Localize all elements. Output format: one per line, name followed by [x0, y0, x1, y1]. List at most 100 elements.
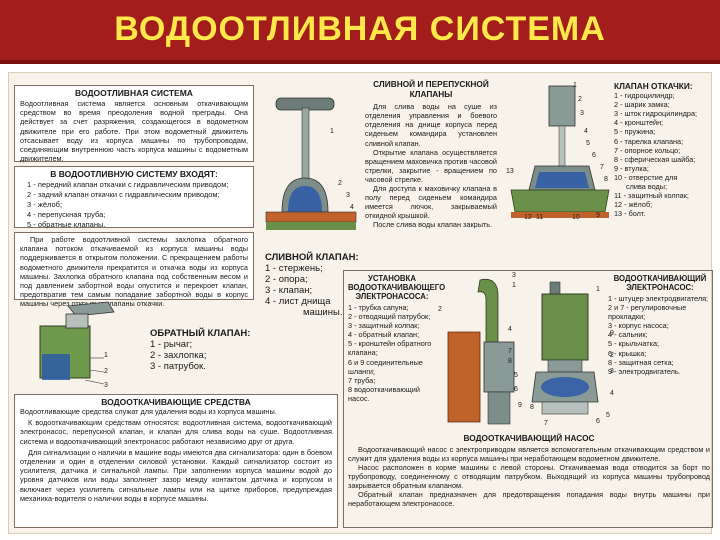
pv-callout-3: 3 — [580, 110, 584, 117]
pv-item-10: 10 - отверстие для — [614, 172, 678, 182]
pi-item-2: 2 - отводящий патрубок; — [348, 312, 431, 322]
check-item-2: 2 - захлопка; — [150, 350, 207, 361]
water-system-text: Водоотливная система является основным о… — [20, 99, 248, 164]
bypass-p2: Открытие клапана осуществляется вращение… — [365, 147, 497, 184]
pv-item-7: 7 - опорное кольцо; — [614, 145, 681, 155]
pv-item-6: 6 - тарелка клапана; — [614, 136, 684, 146]
ep-callout-9: 9 — [610, 330, 614, 337]
drain-item-4-extra: машины. — [303, 307, 343, 318]
drain-valve-figure — [265, 97, 357, 230]
pi-item-7: 7 труба; — [348, 375, 376, 385]
check-valve-shape — [483, 341, 515, 393]
drain-valve-title: СЛИВНОЙ КЛАПАН: — [265, 252, 359, 263]
means-title: ВОДООТКАЧИВАЮЩИЕ СРЕДСТВА — [101, 397, 251, 407]
pv-callout-11: 11 — [536, 214, 544, 221]
bypass-p4: После слива воды клапан закрыть. — [373, 220, 493, 230]
pump-valve-title: КЛАПАН ОТКАЧКИ: — [614, 81, 693, 91]
means-p1: Водоотливающие средства служат для удале… — [20, 407, 277, 416]
water-fill — [42, 354, 70, 380]
water-system-box: ВОДООТЛИВНАЯ СИСТЕМА Водоотливная систем… — [14, 85, 254, 164]
check-item-3: 3 - патрубок. — [150, 361, 206, 372]
pv-callout-1: 1 — [573, 82, 577, 89]
pv-callout-8: 8 — [604, 176, 608, 183]
work-box: При работе водоотливной системы захлопка… — [14, 232, 254, 308]
check-item-1: 1 - рычаг; — [150, 339, 193, 350]
pv-callout-6: 6 — [592, 152, 596, 159]
drain-item-1: 1 - стержень; — [265, 263, 323, 274]
pv-item-2: 2 - шарик замка; — [614, 100, 670, 110]
pi-callout-9: 9 — [518, 402, 522, 409]
ep-callout-3: 3 — [610, 368, 614, 375]
pump-caption-block: ВОДООТКАЧИВАЮЩИЙ НАСОС Водооткачивающий … — [348, 433, 710, 509]
means-box: ВОДООТКАЧИВАЮЩИЕ СРЕДСТВА Водоотливающие… — [14, 394, 338, 528]
pv-item-12: 12 - жёлоб; — [614, 200, 653, 210]
pump-region-box — [343, 270, 713, 528]
drain-callout-1: 1 — [330, 128, 334, 135]
check-callout-2: 2 — [104, 368, 108, 375]
ep-callout-4: 4 — [610, 390, 614, 397]
ep-item-5: 5 - крыльчатка; — [608, 339, 660, 349]
electric-pump-title: ВОДООТКАЧИВАЮЩИЙ ЭЛЕКТРОНАСОС: — [613, 274, 707, 292]
pv-callout-12: 12 — [524, 214, 532, 221]
pump-valve-legend: КЛАПАН ОТКАЧКИ: 1 - гидроцилиндр; 2 - ша… — [614, 81, 714, 218]
pv-callout-4: 4 — [584, 128, 588, 135]
contains-item-3: 3 - жёлоб; — [27, 200, 63, 209]
pump-caption-p2: Насос расположен в корме машины с левой … — [348, 462, 710, 490]
page-title: ВОДООТЛИВНАЯ СИСТЕМА — [114, 10, 606, 48]
pi-callout-2: 2 — [438, 306, 442, 313]
pv-callout-5: 5 — [586, 140, 590, 147]
ep-item-4: 4 - сальник; — [608, 330, 648, 340]
pi-item-4: 4 - обратный клапан; — [348, 330, 420, 340]
title-banner: ВОДООТЛИВНАЯ СИСТЕМА — [0, 0, 720, 64]
stem-shape — [301, 107, 310, 181]
pv-callout-7: 7 — [600, 164, 604, 171]
pi-item-5: 5 - кронштейн обратного клапана; — [348, 339, 432, 358]
check-callout-3: 3 — [104, 382, 108, 389]
pi-callout-8: 8 — [508, 358, 512, 365]
pi-callout-1: 1 — [512, 282, 516, 289]
ep-item-2: 2 и 7 - регулировочные прокладки; — [608, 303, 687, 322]
contains-title: В ВОДООТЛИВНУЮ СИСТЕМУ ВХОДЯТ: — [50, 169, 218, 179]
pi-item-6: 6 и 9 соединительные шланги; — [348, 357, 423, 376]
outlet-pipe — [477, 278, 499, 343]
drain-callout-3: 3 — [346, 192, 350, 199]
ep-item-8: 8 - защитная сетка; — [608, 357, 674, 367]
pv-item-1: 1 - гидроцилиндр; — [614, 91, 675, 101]
means-p3: Для сигнализации о наличии в машине воды… — [20, 447, 332, 503]
impeller-shape — [541, 377, 589, 397]
hull-wall — [447, 331, 481, 423]
pump-valve-figure — [510, 85, 610, 218]
water-system-title: ВОДООТЛИВНАЯ СИСТЕМА — [75, 88, 193, 98]
pv-item-9: 9 - втулка; — [614, 163, 649, 173]
pv-item-3: 3 - шток гидроцилиндра; — [614, 109, 698, 119]
contains-box: В ВОДООТЛИВНУЮ СИСТЕМУ ВХОДЯТ: 1 - перед… — [14, 166, 254, 229]
bypass-p1: Для слива воды на суше из отделения упра… — [365, 102, 497, 148]
contains-item-2: 2 - задний клапан откачки с гидравлическ… — [27, 190, 220, 199]
ep-item-1: 1 - штуцер электродвигателя; — [608, 294, 709, 303]
pi-callout-7: 7 — [508, 348, 512, 355]
pv-item-10-cont: слива воды; — [626, 182, 668, 192]
pv-callout-9: 9 — [596, 212, 600, 219]
check-callout-1: 1 — [104, 352, 108, 359]
pump-caption-p1: Водооткачивающий насос с электроприводом… — [348, 444, 710, 463]
drain-item-2: 2 - опора; — [265, 274, 308, 285]
check-valve-title: ОБРАТНЫЙ КЛАПАН: — [150, 328, 251, 339]
ep-callout-7: 7 — [544, 420, 548, 427]
ep-callout-1: 1 — [596, 286, 600, 293]
drain-callout-4: 4 — [350, 204, 354, 211]
pv-callout-10: 10 — [572, 214, 580, 221]
pump-install-title: УСТАНОВКА ВОДООТКАЧИВАЮЩЕГО ЭЛЕКТРОНАСОС… — [348, 274, 446, 301]
drain-item-3: 3 - клапан; — [265, 285, 313, 296]
ep-callout-5: 5 — [606, 412, 610, 419]
contains-item-1: 1 - передний клапан откачки с гидравличе… — [27, 180, 229, 189]
pi-item-3: 3 - защитный колпак; — [348, 321, 420, 331]
pv-callout-2: 2 — [578, 96, 582, 103]
pv-item-11: 11 - защитный колпак; — [614, 191, 689, 201]
electric-pump-figure — [531, 281, 599, 415]
gutter-shape — [510, 189, 610, 213]
drain-item-4: 4 - лист днища — [265, 296, 331, 307]
pump-install-figure — [447, 278, 515, 425]
ep-item-9: 9 - электродвигатель. — [608, 366, 681, 376]
pump-caption-p3: Обратный клапан предназначен для предотв… — [348, 490, 710, 509]
pi-callout-4: 4 — [508, 326, 512, 333]
